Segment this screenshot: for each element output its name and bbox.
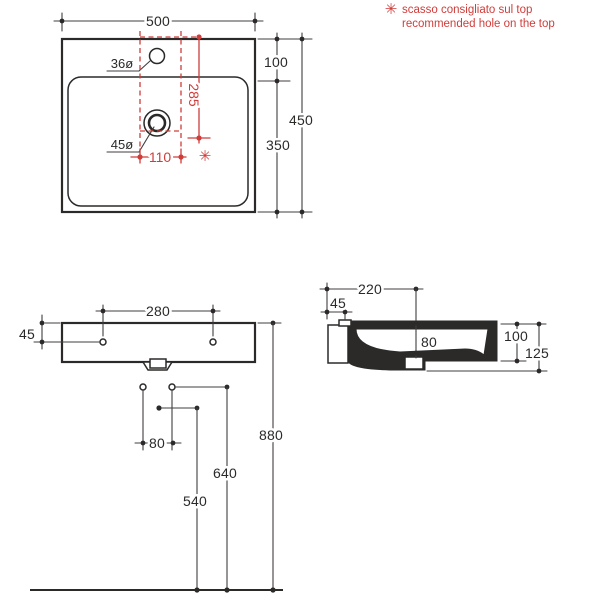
faucet-hole	[148, 47, 166, 65]
dim-overall-height-label: 125	[525, 345, 549, 361]
dim-rim-height-label: 880	[259, 427, 283, 443]
dim-bowl-depth-label: 80	[421, 334, 437, 350]
dim-drain-setback-label: 220	[358, 281, 382, 297]
fixing-tab	[338, 319, 352, 327]
waste-point	[156, 405, 162, 411]
dim-front-depth-label: 350	[266, 137, 290, 153]
dim-back-offset-label: 100	[264, 54, 288, 70]
basin-section	[347, 320, 498, 371]
fixing-hole-right	[209, 338, 217, 346]
dim-overall-depth-label: 450	[289, 112, 313, 128]
drain-outlet-section	[404, 356, 424, 370]
faucet-hole-label: 36ø	[111, 56, 133, 71]
dim-cutout-width-label: 110	[149, 149, 172, 165]
dim-supply-spacing-label: 80	[149, 435, 165, 451]
recommended-cutout	[130, 31, 211, 164]
front-view: 45 280 80 540 640 880	[17, 301, 285, 593]
supply-point-right	[168, 383, 176, 391]
dim-fixing-offset-label: 45	[19, 326, 35, 342]
drain-hole	[147, 113, 167, 133]
note-asterisk-icon: ✳	[385, 1, 398, 18]
dim-tab-setback-label: 45	[330, 295, 346, 311]
fixing-hole-left	[99, 338, 107, 346]
dim-overall-width-label: 500	[146, 13, 170, 29]
top-view: 500 100 350 450 36ø 45ø 285 110 ✳	[53, 11, 315, 219]
dim-fixing-spacing-label: 280	[146, 303, 170, 319]
drain-collar-inner	[149, 358, 167, 369]
note-line-italian: scasso consigliato sul top	[402, 4, 532, 16]
dim-cutout-depth-label: 285	[186, 83, 202, 107]
dim-edge-height-label: 100	[504, 328, 528, 344]
note: ✳ scasso consigliato sul top recommended…	[385, 1, 555, 30]
dim-supply-height-label: 640	[213, 465, 237, 481]
side-view: 220 45 80 100 125	[319, 279, 551, 374]
drain-hole-label: 45ø	[111, 137, 133, 152]
supply-point-left	[139, 383, 147, 391]
dim-drain-height-label: 540	[183, 493, 207, 509]
basin-inner-bowl	[67, 76, 249, 207]
cutout-asterisk-icon: ✳	[199, 148, 212, 165]
wall-bracket	[327, 324, 349, 364]
note-line-english: recommended hole on the top	[402, 18, 555, 30]
